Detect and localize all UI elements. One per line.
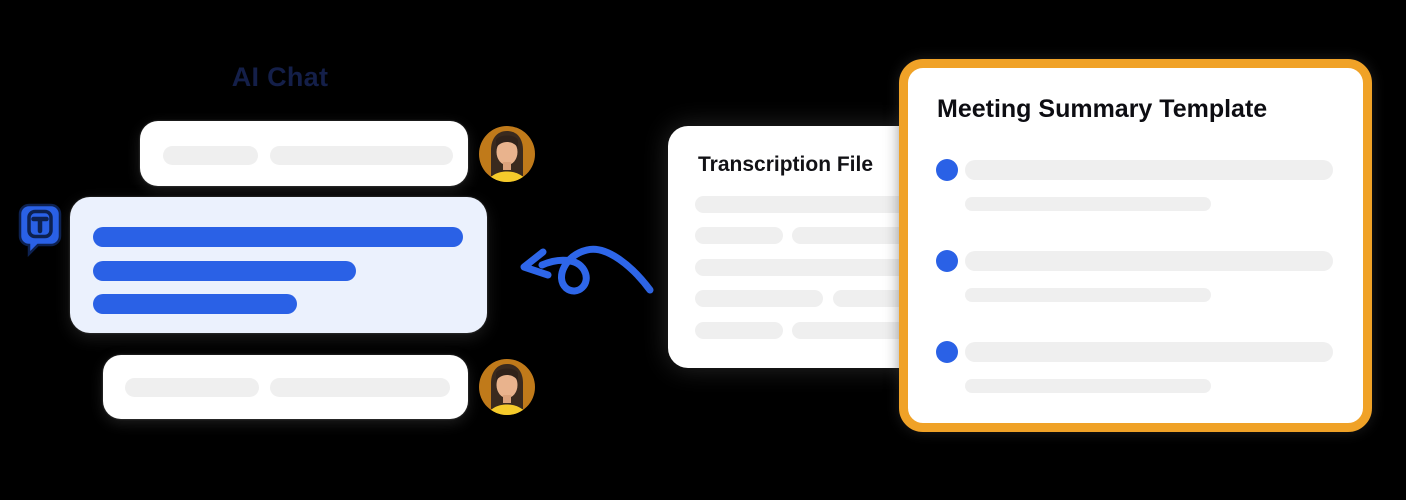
placeholder-bar xyxy=(792,322,906,339)
placeholder-bar xyxy=(792,227,906,244)
bullet-dot-icon xyxy=(936,341,958,363)
placeholder-bar xyxy=(695,196,921,213)
bullet-dot-icon xyxy=(936,250,958,272)
placeholder-bar xyxy=(965,288,1211,302)
placeholder-bar xyxy=(695,322,783,339)
chat-bubble-incoming-1 xyxy=(140,121,468,186)
bullet-dot-icon xyxy=(936,159,958,181)
placeholder-bar xyxy=(695,290,823,307)
transcription-card-title: Transcription File xyxy=(698,153,874,176)
woman-avatar-icon xyxy=(479,126,535,182)
placeholder-bar xyxy=(965,160,1333,180)
t-speech-bubble-icon xyxy=(18,203,62,258)
ai-chat-title: AI Chat xyxy=(231,62,329,92)
transcription-file-card: Transcription File xyxy=(668,126,938,368)
placeholder-bar xyxy=(695,227,783,244)
placeholder-bar xyxy=(695,259,921,276)
chat-bubble-ai-response xyxy=(70,197,487,333)
summary-card-title: Meeting Summary Template xyxy=(937,95,1268,123)
placeholder-bar xyxy=(270,146,453,165)
placeholder-bar xyxy=(965,342,1333,362)
woman-avatar-icon xyxy=(479,359,535,415)
placeholder-bar xyxy=(125,378,259,397)
curved-arrow-left-icon xyxy=(505,233,665,313)
placeholder-bar xyxy=(965,197,1211,211)
placeholder-bar xyxy=(163,146,258,165)
placeholder-bar-blue xyxy=(93,294,297,314)
placeholder-bar xyxy=(965,379,1211,393)
placeholder-bar-blue xyxy=(93,227,463,247)
chat-bubble-incoming-2 xyxy=(103,355,468,419)
placeholder-bar xyxy=(270,378,450,397)
placeholder-bar xyxy=(965,251,1333,271)
placeholder-bar-blue xyxy=(93,261,356,281)
meeting-summary-template-card: Meeting Summary Template xyxy=(899,59,1372,432)
